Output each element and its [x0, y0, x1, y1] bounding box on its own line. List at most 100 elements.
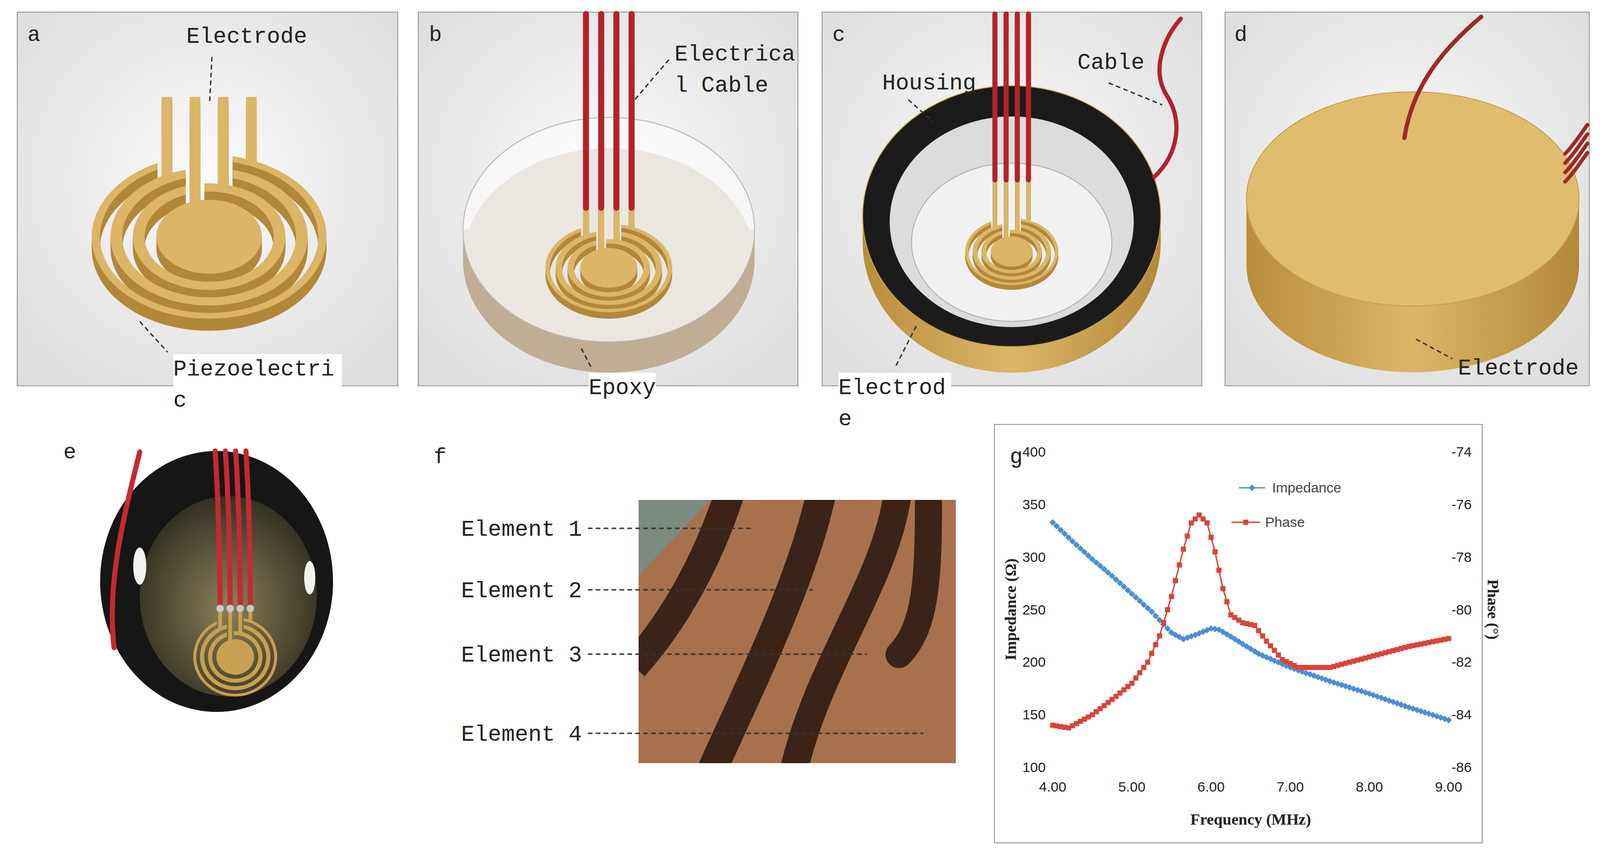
gap-stripe [638, 499, 730, 667]
leader-line [587, 527, 753, 530]
electrode-lead [1015, 177, 1020, 232]
leader-line [587, 732, 924, 735]
data-marker [1172, 578, 1178, 584]
data-marker [1141, 664, 1147, 670]
cable [1014, 13, 1021, 180]
solder-joint [236, 604, 245, 613]
tick-label: -82 [1451, 652, 1472, 672]
callout-label: Electrod e [838, 372, 952, 436]
tick-label: 4.00 [1039, 776, 1067, 797]
panel-letter: g [1009, 442, 1023, 473]
data-marker [1177, 562, 1183, 568]
tick-label: -74 [1451, 442, 1472, 462]
cable [613, 13, 620, 208]
ring-element [567, 238, 651, 297]
panel-letter: e [63, 437, 77, 468]
data-marker [1180, 546, 1186, 552]
data-marker [1204, 520, 1210, 526]
callout-label: Piezoelectri c [173, 354, 342, 417]
electrode-lead [161, 96, 173, 179]
callout-label: Element 4 [461, 719, 582, 751]
cable [992, 13, 998, 180]
housing-opening [889, 116, 1134, 327]
leader-line [209, 56, 212, 104]
panel-letter: b [428, 20, 443, 51]
cable [1154, 18, 1181, 178]
ring-element [545, 224, 673, 313]
leader-line [908, 99, 934, 123]
data-marker [1148, 608, 1156, 615]
tick-label: 6.00 [1197, 776, 1225, 797]
center-element [216, 639, 255, 675]
tick-label: -84 [1451, 704, 1472, 725]
data-marker [1272, 647, 1278, 653]
data-marker [1129, 680, 1135, 686]
ring-element [199, 624, 271, 691]
cable [112, 451, 140, 648]
legend-text: Impedance [1272, 477, 1342, 498]
tick-label: -80 [1451, 599, 1472, 620]
housing [100, 450, 334, 712]
tick-label: 300 [1022, 547, 1046, 567]
tick-label: -86 [1451, 757, 1472, 777]
ring-element [981, 229, 1042, 274]
electrode-lead [993, 177, 998, 228]
electrode-lead [217, 96, 229, 189]
data-marker [1212, 549, 1218, 555]
tick-label: 350 [1022, 494, 1046, 515]
ring-element [972, 224, 1051, 280]
photo-transducer [100, 450, 334, 712]
chart-plot [1049, 484, 1452, 731]
cable [598, 13, 605, 208]
chart-frame [994, 424, 1483, 843]
data-marker [1256, 627, 1262, 634]
electrode-lead [189, 96, 201, 206]
cable [1003, 13, 1009, 180]
cable [583, 13, 590, 208]
data-marker [1224, 599, 1230, 605]
legend-text: Phase [1265, 512, 1305, 532]
panel-letter: c [832, 20, 846, 51]
ring-element [193, 618, 278, 697]
electrode-plate [91, 96, 327, 331]
data-marker [1152, 612, 1159, 620]
solder-joint [226, 604, 234, 613]
data-marker [1153, 641, 1159, 647]
data-marker [1145, 659, 1151, 665]
tick-label: 7.00 [1276, 776, 1304, 797]
cylinder-top [862, 85, 1161, 347]
panel-frame [418, 12, 798, 386]
tick-label: 8.00 [1355, 776, 1383, 797]
ring-element [965, 218, 1059, 286]
solder-joint [216, 604, 225, 613]
tick-label: 400 [1022, 442, 1046, 462]
cable [1026, 13, 1032, 180]
tick-label: 250 [1022, 599, 1046, 620]
panel-frame [822, 12, 1202, 386]
cable [215, 450, 221, 608]
epoxy-backing [462, 13, 755, 373]
electrode-lead [598, 204, 605, 252]
panel-letter: a [27, 20, 41, 51]
axis-title: Phase (°) [1481, 578, 1505, 640]
ring-element [555, 231, 662, 306]
panel-letter: f [433, 442, 447, 473]
tick-label: 200 [1022, 652, 1046, 672]
leader-line [634, 59, 669, 101]
gap-stripe [898, 499, 929, 655]
callout-label: Element 3 [461, 640, 582, 672]
solder-joint [246, 604, 254, 613]
leader-line [1108, 82, 1163, 105]
chart-line [1052, 514, 1449, 728]
cable [225, 450, 231, 608]
data-marker [1267, 643, 1274, 649]
callout-label: Electrica l Cable [674, 39, 802, 102]
callout-label: Element 1 [461, 514, 582, 546]
housing [862, 13, 1181, 373]
data-marker [1184, 533, 1191, 539]
electrode-lead [1004, 177, 1009, 239]
panel-letter: d [1234, 20, 1248, 51]
data-marker [1445, 716, 1452, 724]
